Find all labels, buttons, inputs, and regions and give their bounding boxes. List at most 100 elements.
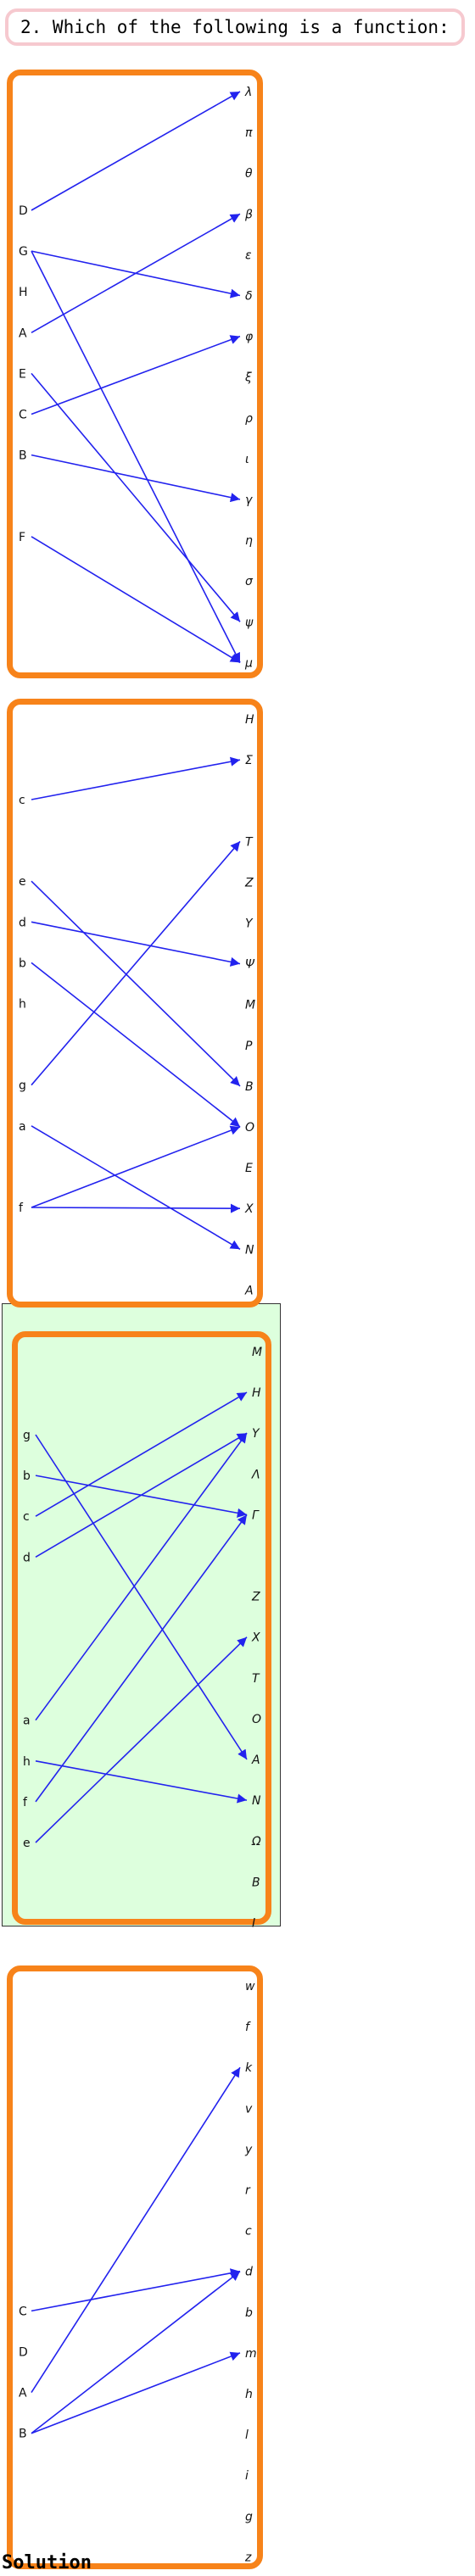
codomain-label: ξ — [244, 371, 252, 385]
option-panel-1[interactable] — [7, 70, 263, 678]
domain-label: A — [19, 2387, 27, 2400]
codomain-label: β — [244, 208, 253, 221]
codomain-label: σ — [245, 575, 254, 588]
domain-label: B — [19, 449, 27, 463]
mapping-arrow — [35, 1514, 248, 1803]
codomain-label: Γ — [252, 1508, 260, 1522]
mapping-arrow — [35, 1391, 248, 1517]
domain-label: a — [19, 1120, 26, 1134]
domain-label: f — [23, 1796, 28, 1809]
codomain-label: O — [245, 1121, 254, 1135]
domain-label: d — [23, 1551, 31, 1564]
codomain-label: i — [245, 2469, 249, 2483]
domain-label: C — [19, 409, 27, 422]
codomain-label: y — [244, 2143, 253, 2156]
mapping-arrow — [31, 962, 241, 1128]
codomain-label: d — [245, 2266, 253, 2279]
domain-label: b — [19, 956, 26, 970]
option-panel-3[interactable] — [12, 1331, 271, 1925]
codomain-label: μ — [244, 656, 253, 670]
codomain-label: Λ — [251, 1468, 260, 1481]
mapping-arrow — [31, 335, 241, 415]
mapping-arrow — [31, 250, 241, 663]
domain-label: e — [19, 875, 26, 889]
mapping-arrow — [35, 1434, 248, 1760]
domain-label: h — [19, 998, 26, 1012]
codomain-label: k — [245, 2061, 253, 2075]
domain-label: D — [19, 2346, 28, 2360]
domain-label: a — [23, 1715, 31, 1728]
codomain-label: M — [245, 999, 255, 1012]
domain-label: E — [19, 367, 26, 381]
option-panel-2[interactable] — [7, 699, 263, 1308]
mapping-arrow — [31, 1203, 241, 1213]
mapping-arrow — [31, 2271, 241, 2434]
codomain-label: T — [245, 835, 254, 849]
codomain-label: g — [245, 2510, 253, 2523]
domain-label: e — [23, 1837, 31, 1850]
codomain-label: b — [245, 2306, 253, 2320]
mapping-arrow — [31, 1125, 241, 1250]
codomain-label: z — [244, 2551, 252, 2564]
codomain-label: M — [252, 1346, 262, 1359]
mapping-arrow — [31, 372, 241, 622]
codomain-label: δ — [245, 290, 253, 304]
codomain-label: P — [245, 1040, 253, 1053]
mapping-arrow — [31, 91, 241, 211]
option-panel-4[interactable] — [7, 1965, 263, 2569]
codomain-label: m — [245, 2347, 257, 2361]
mapping-arrow — [31, 880, 241, 1087]
solution-heading: Solution — [2, 2552, 92, 2573]
codomain-label: h — [245, 2388, 253, 2401]
codomain-label: X — [251, 1631, 260, 1645]
correct-option-highlight — [2, 1303, 281, 1926]
domain-label: g — [23, 1429, 31, 1442]
mapping-arrow — [31, 2066, 241, 2394]
codomain-label: I — [252, 1916, 255, 1930]
codomain-label: N — [245, 1243, 254, 1257]
mapping-arrow — [35, 1432, 248, 1721]
domain-label: g — [19, 1079, 26, 1093]
mapping-arrow — [31, 840, 241, 1086]
domain-label: b — [23, 1469, 31, 1483]
domain-label: A — [19, 326, 27, 340]
codomain-label: A — [244, 1284, 254, 1297]
codomain-label: ε — [245, 248, 252, 262]
mapping-arrow — [31, 454, 241, 503]
codomain-label: ι — [245, 453, 249, 466]
codomain-label: Ψ — [245, 958, 255, 972]
mapping-arrow — [31, 213, 241, 333]
codomain-label: η — [245, 534, 253, 548]
mapping-arrow — [31, 2351, 241, 2434]
codomain-label: E — [245, 1162, 253, 1175]
mapping-arrow — [31, 1125, 241, 1208]
codomain-label: B — [245, 1080, 254, 1094]
domain-label: h — [23, 1755, 31, 1769]
codomain-label: Z — [251, 1591, 260, 1604]
domain-label: f — [19, 1202, 24, 1215]
codomain-label: X — [244, 1202, 254, 1216]
codomain-label: r — [245, 2184, 251, 2198]
codomain-label: H — [245, 713, 254, 727]
codomain-label: l — [245, 2428, 249, 2442]
codomain-label: Y — [252, 1427, 260, 1441]
domain-label: G — [19, 245, 28, 259]
codomain-label: H — [252, 1386, 261, 1400]
codomain-label: c — [245, 2225, 252, 2239]
mapping-arrow — [31, 921, 241, 967]
codomain-label: Z — [244, 876, 254, 889]
codomain-label: λ — [244, 86, 252, 99]
codomain-label: γ — [245, 493, 253, 507]
domain-label: C — [19, 2305, 27, 2318]
question-text: 2. Which of the following is a function: — [20, 17, 450, 37]
domain-label: c — [19, 794, 25, 807]
codomain-label: N — [252, 1794, 261, 1808]
mapping-arrow — [31, 756, 241, 800]
codomain-label: w — [245, 1980, 255, 1993]
codomain-label: Ω — [251, 1835, 261, 1848]
codomain-label: A — [251, 1754, 260, 1767]
